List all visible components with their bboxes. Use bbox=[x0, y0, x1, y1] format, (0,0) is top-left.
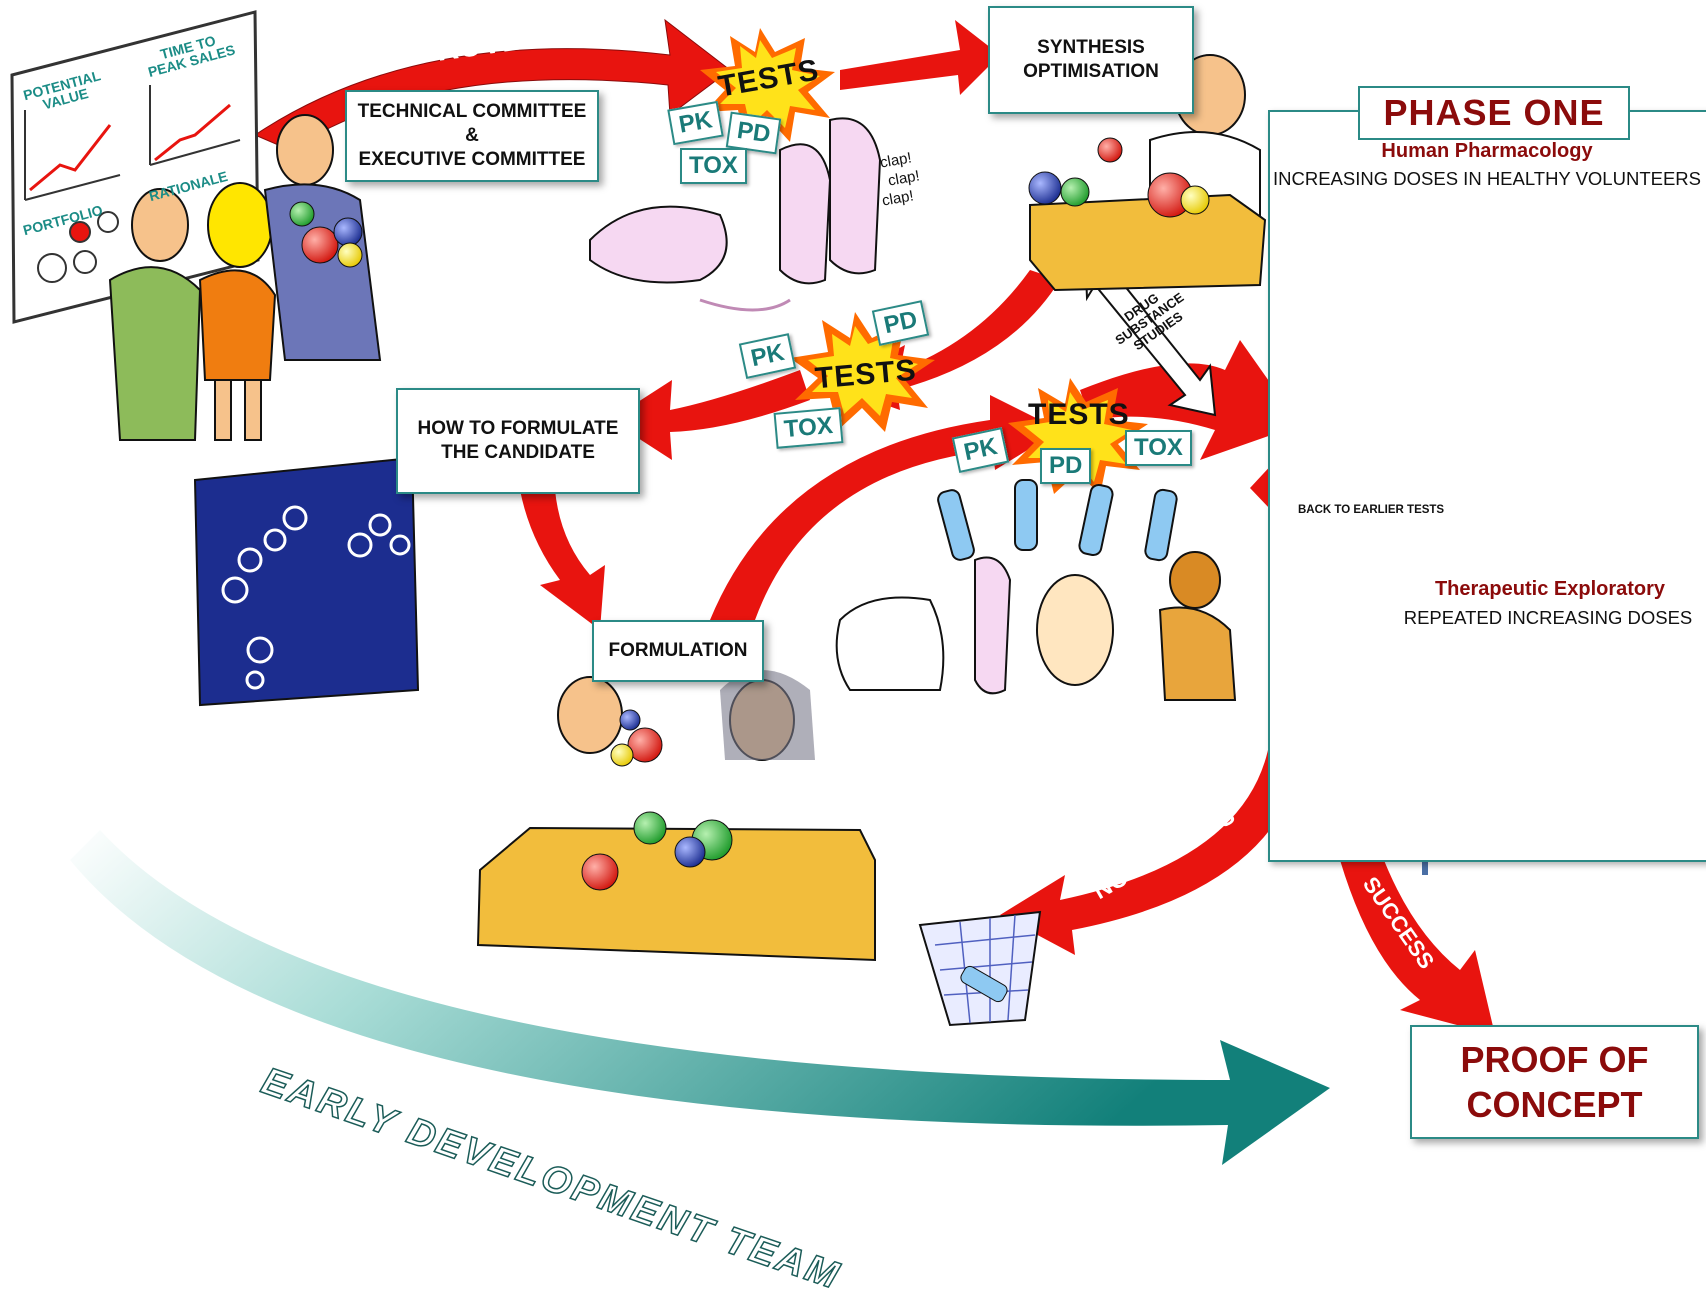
pd-tag-lower: PD bbox=[1040, 448, 1092, 484]
tox-tag-lower: TOX bbox=[1125, 430, 1192, 466]
no-success-bottom-arrow bbox=[1000, 740, 1305, 955]
formulation-lab bbox=[476, 670, 876, 962]
animals-testing bbox=[835, 479, 1237, 701]
early-development-arrow bbox=[70, 830, 1330, 1165]
phase-one-subtitle-1: Human Pharmacology bbox=[1381, 140, 1593, 162]
synthesis-scientist bbox=[1028, 54, 1267, 292]
phase-one-line-1: INCREASING DOSES IN HEALTHY VOLUNTEERS bbox=[1273, 168, 1701, 189]
how-to-formulate-box: HOW TO FORMULATE THE CANDIDATE bbox=[396, 388, 640, 494]
tests-synthesis-arrow bbox=[840, 20, 1000, 95]
synthesis-box: SYNTHESIS OPTIMISATION bbox=[988, 6, 1194, 114]
waste-basket bbox=[918, 910, 1042, 1027]
test-mice bbox=[589, 117, 882, 312]
tests-burst-middle bbox=[790, 312, 935, 432]
formulation-box: FORMULATION bbox=[592, 620, 764, 682]
tests-burst-lower bbox=[1008, 378, 1148, 495]
no-success-back-label: NO SUCCESS bbox=[1300, 470, 1453, 496]
phase-one-line-2: REPEATED INCREASING DOSES bbox=[1403, 607, 1693, 628]
tests-label-lower: TESTS bbox=[1028, 398, 1130, 431]
proof-of-concept-box: PROOF OF CONCEPT bbox=[1410, 1025, 1699, 1139]
molecule-board bbox=[193, 456, 420, 707]
tests-formulate-arrow bbox=[610, 370, 810, 460]
committee-box: TECHNICAL COMMITTEE & EXECUTIVE COMMITTE… bbox=[345, 90, 599, 182]
phase-one-title: PHASE ONE bbox=[1358, 86, 1630, 140]
committee-people bbox=[108, 114, 382, 441]
tests-burst-top bbox=[700, 28, 835, 142]
phase-one-subtitle-2: Therapeutic Exploratory bbox=[1434, 578, 1666, 600]
tox-tag-middle: TOX bbox=[773, 407, 844, 449]
success-arrow-2 bbox=[1340, 850, 1495, 1035]
formulate-down-arrow bbox=[520, 490, 605, 630]
tox-tag-top: TOX bbox=[680, 148, 747, 184]
phase-one-panel bbox=[1268, 110, 1706, 862]
back-to-earlier-tests-label: BACK TO EARLIER TESTS bbox=[1298, 504, 1445, 516]
